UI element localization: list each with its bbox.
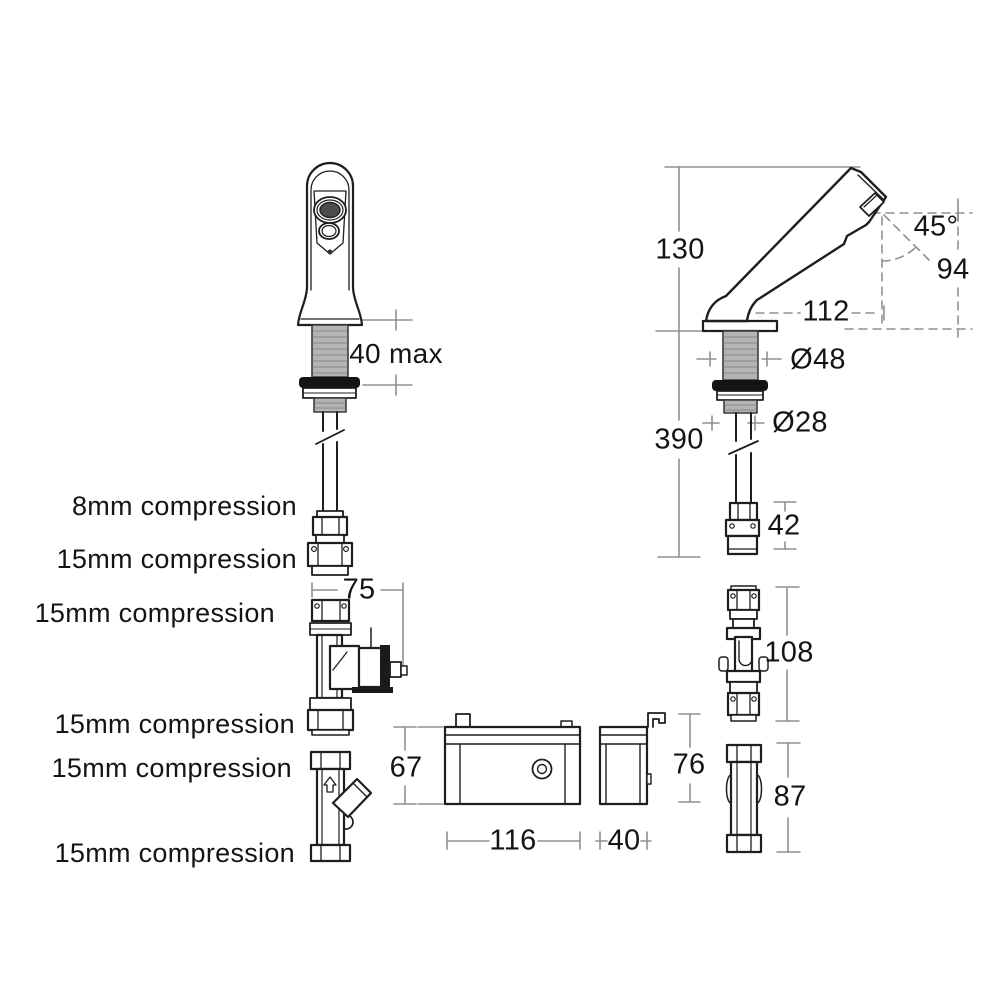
- backnut-washer-side: [712, 380, 768, 391]
- spout-outlet: [859, 192, 885, 217]
- dim-box-width: 116: [489, 824, 537, 857]
- dim-outlet-height: 94: [936, 253, 970, 286]
- box-mounting-tab: [455, 713, 471, 728]
- inline-filter: [725, 743, 763, 854]
- supply-tail-side: [728, 412, 759, 504]
- dim-box-height: 67: [389, 751, 423, 784]
- solenoid-connector: [389, 661, 402, 678]
- backnut-washer: [299, 377, 360, 388]
- label-15mm-compression-5: 15mm compression: [54, 838, 295, 868]
- supply-tail-front: [315, 411, 345, 514]
- pipe-break-mark: [315, 429, 345, 445]
- front-view-tap: [296, 161, 364, 514]
- label-15mm-compression-2: 15mm compression: [34, 598, 275, 628]
- construction-ticks: [883, 205, 959, 321]
- dim-base-diameter: Ø48: [790, 343, 846, 376]
- label-15mm-compression-1: 15mm compression: [56, 544, 297, 574]
- dim-tap-height: 130: [655, 233, 705, 266]
- tail-compression-fitting: [724, 501, 761, 556]
- base-flange: [701, 319, 779, 333]
- dim-shank-diameter: Ø28: [772, 406, 828, 439]
- strainer-branch: [331, 777, 373, 819]
- check-valve: [718, 585, 769, 722]
- dim-box-depth: 40: [607, 824, 641, 857]
- control-box-side-view: [598, 712, 666, 806]
- compression-fittings-left: [306, 510, 354, 576]
- solenoid-coil: [357, 646, 385, 689]
- sensor-window: [313, 190, 347, 255]
- dim-filter-length: 87: [773, 780, 807, 813]
- box-button: [531, 758, 553, 780]
- threaded-shank-side: [712, 330, 768, 414]
- label-15mm-compression-4: 15mm compression: [51, 753, 292, 783]
- dim-box-side-height: 76: [672, 748, 706, 781]
- indicator-dot: [327, 249, 333, 255]
- solenoid-valve: [306, 598, 408, 736]
- side-view-tap: [701, 166, 888, 556]
- dim-projection: 112: [802, 295, 850, 328]
- dim-solenoid-width: 75: [342, 573, 376, 606]
- flow-arrow-icon: [323, 776, 337, 793]
- box-hook-tab: [647, 712, 666, 728]
- dim-tail-fitting: 42: [767, 509, 801, 542]
- dimension-lines: [311, 166, 861, 853]
- dim-below-deck: 390: [654, 423, 704, 456]
- solenoid-bracket: [352, 687, 393, 693]
- threaded-shank-front: [299, 324, 360, 413]
- dim-check-valve-length: 108: [764, 636, 814, 669]
- strainer-valve: [309, 750, 373, 863]
- sensor-eye: [319, 201, 341, 219]
- pipe-break-mark: [728, 440, 759, 455]
- dim-deck-max: 40 max: [349, 338, 443, 369]
- label-8mm-compression: 8mm compression: [71, 491, 297, 521]
- dim-spout-angle: 45°: [913, 210, 959, 243]
- control-box-front-view: [443, 713, 582, 806]
- spout-body: [704, 166, 888, 323]
- label-15mm-compression-3: 15mm compression: [54, 709, 295, 739]
